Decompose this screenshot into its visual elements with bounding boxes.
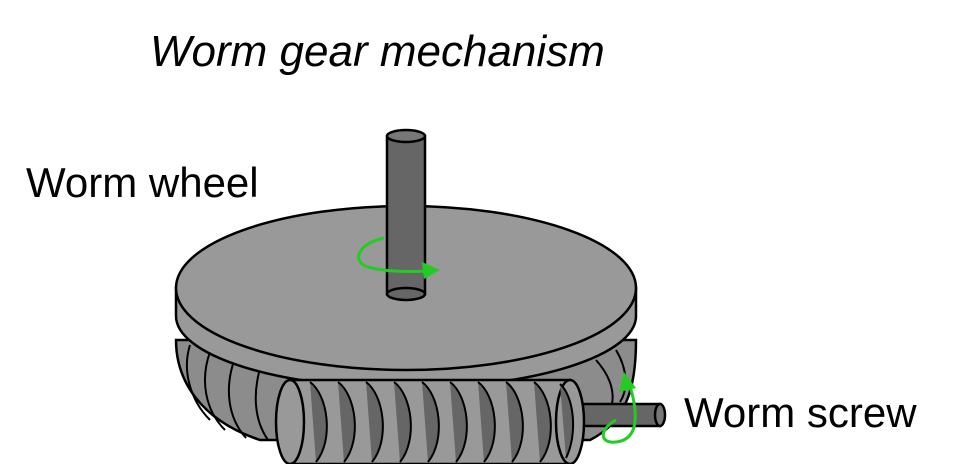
wheel-shaft xyxy=(385,128,427,302)
screw-rotation-arrow-icon xyxy=(601,372,637,444)
diagram-title: Worm gear mechanism xyxy=(150,27,605,76)
worm-wheel-label: Worm wheel xyxy=(26,159,259,206)
wheel-rotation-arrow-icon xyxy=(357,236,440,279)
worm-screw-label: Worm screw xyxy=(684,389,917,436)
worm-screw xyxy=(274,378,586,464)
